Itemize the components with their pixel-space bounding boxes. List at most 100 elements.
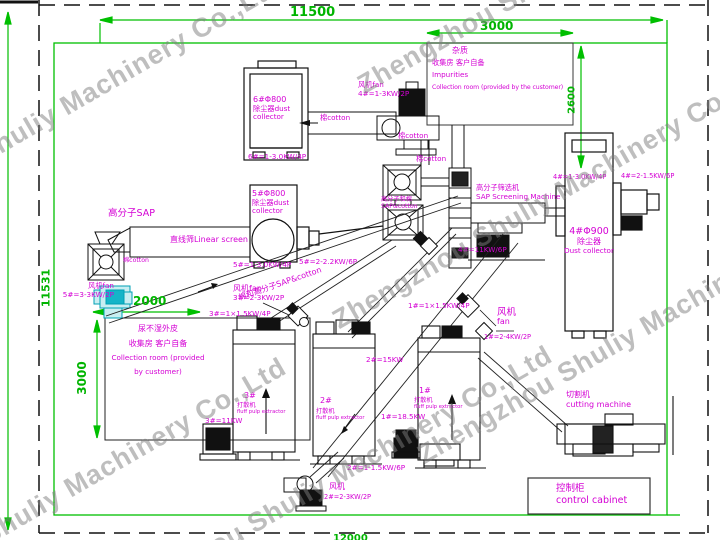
cabinet-cn: 控制柜 — [556, 483, 585, 494]
cotton-label-2: 棉cotton — [398, 131, 429, 140]
dimension-lines — [4, 11, 664, 531]
plant-outline — [53, 20, 680, 516]
machine3-spec: 3#=1×1.5KW/4P — [209, 309, 271, 318]
cotton-label-1: 棉cotton — [320, 113, 351, 122]
cutting-en: cutting machine — [566, 400, 632, 410]
fan1-label: 风机 fan — [497, 308, 516, 326]
dc4-name-cn: 除尘器 — [577, 237, 601, 247]
machine2-number: 2# — [320, 396, 332, 405]
fan4-name: 风机fan — [358, 80, 384, 89]
machine1-name-en: fluff pulp extractor — [414, 403, 463, 410]
left-room-en1: Collection room (provided — [111, 353, 205, 363]
left-room-cn2: 收集房 客户自备 — [128, 338, 188, 348]
cabinet-en: control cabinet — [556, 495, 628, 507]
machine1-power: 1#=18.5KW — [381, 412, 426, 421]
left-room-en2: by customer) — [134, 366, 182, 376]
fan5-name: 风机fan — [88, 281, 114, 290]
mix-cn: 高分子和棉 — [381, 196, 412, 203]
control-cabinet-outline — [527, 477, 651, 515]
dc5-name-en: collector — [252, 206, 283, 216]
fan3-name: 风机fan — [233, 284, 262, 293]
dc6-name-en: collector — [253, 112, 284, 122]
dc5-spec1: 5#=1-3.0KW/4P — [233, 260, 292, 269]
machine-3-up-arrow — [262, 388, 270, 398]
dim-11500: 11500 — [290, 5, 336, 20]
machine1-number: 1# — [419, 386, 431, 395]
left-room-cn1: 尿不湿外皮 — [138, 324, 178, 333]
dust-collector-4-drawing — [555, 132, 660, 339]
machine3-power: 3#=11KW — [205, 416, 243, 425]
dust-collector-6-drawing — [243, 60, 309, 161]
inline-fan-diamonds — [286, 230, 494, 341]
control-cabinet-label: 控制柜 control cabinet — [556, 483, 627, 508]
machine2-name-en: fluff pulp extractor — [316, 414, 365, 421]
dim-3000-left: 3000 — [75, 361, 89, 395]
dc6-spec: 6#=1-3.0KW/4P — [248, 152, 307, 161]
fan5-label: 风机fan 5#=3-3KW/2P — [56, 281, 114, 299]
site-boundary — [38, 0, 709, 534]
dc5-name-cn: 除尘器dust — [252, 197, 290, 207]
bottom-fan-drawing — [283, 475, 327, 512]
dc4-spec2: 4#=2-1.5KW/6P — [621, 172, 675, 180]
machine3-name-cn: 打散机 — [237, 402, 256, 409]
left-room-label: 尿不湿外皮 收集房 客户自备 Collection room (provided… — [106, 324, 210, 376]
dc4-spec1: 4#=1-3.0KW/4P — [553, 173, 607, 181]
dim-3000-top: 3000 — [480, 19, 514, 33]
machine3-number: 3# — [244, 391, 256, 400]
dc5-label: 5#Φ800 除尘器dust collector — [252, 189, 289, 216]
screening-en: SAP Screening Machine — [476, 191, 561, 201]
machine3-name-en: fluff pulp extractor — [237, 408, 286, 415]
fan1-name-en: fan — [497, 316, 510, 326]
cotton-label-3: 棉cotton — [416, 154, 447, 163]
dc5-spec2: 5#=2-2.2KW/6P — [299, 257, 358, 266]
dc5-name: 5#Φ800 — [252, 189, 286, 198]
machine1-spec: 1#=1×1.5KW/4P — [408, 301, 470, 310]
mix-en: SAP&cotton — [381, 202, 418, 210]
fan-5-cyan-drawing — [93, 285, 133, 319]
machine2-name: 打散机 fluff pulp extractor — [316, 408, 365, 422]
screening-machine-label: 高分子筛选机 SAP Screening Machine — [476, 183, 561, 201]
dc6-label: 6#Φ800 除尘器dust collector — [253, 95, 290, 122]
impurities-room-label: 杂质 收集房 客户自备 Impurities Collection room (… — [432, 46, 563, 91]
machine3-name: 打散机 fluff pulp extractor — [237, 402, 286, 416]
cutting-cn: 切割机 — [566, 390, 590, 399]
cutting-machine-label: 切割机 cutting machine — [566, 390, 631, 411]
flow-arrows — [197, 283, 356, 434]
linear-screen-label: 直线筛Linear screen — [170, 235, 248, 244]
machine-3-drawing — [199, 315, 300, 461]
machine2-spec: 2#=1-1.5KW/6P — [347, 463, 406, 472]
fan4-spec: 4#=1-3KW/2P — [358, 88, 410, 98]
dim-2600: 2600 — [566, 86, 578, 114]
impurities-room-outline — [426, 42, 574, 126]
bottom-fan-name: 风机 — [329, 482, 345, 491]
impurities-cn: 杂质 — [452, 46, 468, 55]
fan3-label: 风机fan 3#=2-3KW/2P — [233, 284, 284, 302]
machine2-name-cn: 打散机 — [316, 408, 335, 415]
fan5-spec: 5#=3-3KW/2P — [62, 289, 114, 299]
screening-spec: 4#=11KW/6P — [458, 245, 507, 254]
machine-1-drawing — [391, 325, 486, 469]
dim-bottom-clipped: 12000 — [333, 533, 368, 540]
sap-cotton-mix-label: 高分子和棉 SAP&cotton — [381, 196, 418, 211]
screening-cn: 高分子筛选机 — [476, 183, 520, 192]
dc4-label: 4#Φ900 除尘器 Dust collector — [562, 226, 616, 256]
machine1-name: 打散机 fluff pulp extractor — [414, 397, 463, 411]
machine-1-up-arrow — [448, 394, 456, 404]
leader-lines — [262, 302, 514, 332]
axial-fan-boxes — [382, 164, 449, 241]
dim-2000: 2000 — [133, 294, 167, 308]
dim-11531: 11531 — [39, 268, 53, 308]
bottom-fan-spec: 2#=2-3KW/2P — [324, 493, 372, 501]
flow-arrow-left — [299, 120, 310, 126]
machine1-name-cn: 打散机 — [414, 397, 433, 404]
impurities-en: Impurities — [432, 70, 469, 80]
fan3-spec: 3#=2-3KW/2P — [233, 292, 285, 302]
dc4-name: 4#Φ900 — [569, 226, 609, 237]
machine2-power: 2#=15KW — [366, 355, 404, 364]
dc4-name-en: Dust collector — [564, 245, 614, 255]
dc6-name: 6#Φ800 — [253, 95, 287, 104]
fan1-name-cn: 风机 — [497, 307, 517, 318]
impurities-room-cn: 收集房 客户自备 — [432, 57, 485, 67]
cutting-machine-drawing — [556, 396, 674, 457]
